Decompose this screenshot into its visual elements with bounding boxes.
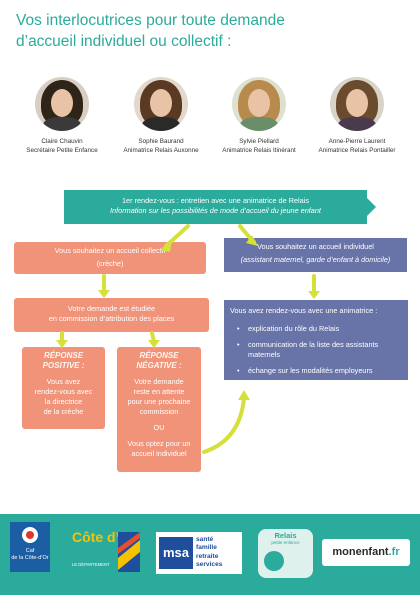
person-card: Anne-Pierre Laurent Animatrice Relais Po… (302, 77, 412, 155)
relais-title: Relais (274, 531, 297, 540)
caf-sub: de la Côte-d’Or (11, 555, 49, 561)
collective-detail: (crèche) (96, 259, 124, 268)
negative-text: Vous optez pour un (127, 439, 191, 448)
individual-line: Vous souhaitez un accueil individuel (257, 242, 374, 251)
first-meeting-box: 1er rendez-vous : entretien avec une ani… (64, 190, 376, 224)
person-name: Sophie Baurand (138, 138, 184, 145)
msa-line: famille (196, 544, 217, 552)
negative-answer-box: RÉPONSE NÉGATIVE : Votre demande reste e… (117, 347, 201, 472)
commission-line: Votre demande est étudiée (67, 304, 156, 313)
monenfant-tld: .fr (388, 546, 400, 558)
monenfant-name: monenfant (332, 546, 389, 558)
avatar (232, 77, 286, 131)
cote-dor-flag-icon (118, 532, 140, 572)
arrow-return-icon (202, 396, 246, 454)
cote-dor-sub: LE DÉPARTEMENT (72, 562, 110, 567)
person-role: Animatrice Relais Itinérant (222, 147, 296, 154)
commission-detail: en commission d’attribution des places (48, 314, 175, 323)
caf-emblem-icon (22, 527, 38, 543)
individual-detail: (assistant maternel, garde d’enfant à do… (240, 255, 391, 264)
msa-line: santé (196, 536, 214, 543)
person-role: Animatrice Relais Auxonne (123, 147, 199, 154)
positive-text: de la crèche (43, 407, 84, 416)
commission-box: Votre demande est étudiée en commission … (14, 298, 209, 332)
relais-sub: petite enfance (271, 540, 300, 545)
positive-answer-box: RÉPONSE POSITIVE : Vous avez rendez-vous… (22, 347, 105, 429)
msa-line: retraite (196, 552, 219, 560)
appointment-list: explication du rôle du Relais communicat… (230, 324, 402, 376)
person-name: Anne-Pierre Laurent (328, 138, 386, 145)
person-role: Secrétaire Petite Enfance (26, 147, 98, 154)
list-item: explication du rôle du Relais (230, 324, 402, 334)
person-card: Sylvie Piellard Animatrice Relais Itinér… (204, 77, 314, 155)
list-item: communication de la liste des assistants… (230, 340, 402, 360)
avatar (134, 77, 188, 131)
msa-mark: msa (159, 537, 193, 569)
positive-title-2: POSITIVE : (42, 361, 85, 370)
first-meeting-info: Information sur les possibilités de mode… (110, 206, 321, 215)
positive-text: rendez-vous avec (34, 387, 93, 396)
relais-logo: Relais petite enfance (258, 529, 313, 578)
negative-title-2: NÉGATIVE : (136, 361, 182, 370)
collective-box: Vous souhaitez un accueil collectif (crè… (14, 242, 206, 274)
msa-line: services (196, 561, 223, 569)
negative-text: reste en attente (133, 387, 185, 396)
person-name: Claire Chauvin (41, 138, 83, 145)
appointment-box: Vous avez rendez-vous avec une animatric… (224, 300, 408, 380)
caf-name: Caf (25, 548, 35, 554)
avatar (35, 77, 89, 131)
cote-dor-logo: Côte d’Or LE DÉPARTEMENT (68, 530, 146, 575)
msa-lines: santé famille retraite services (196, 536, 222, 570)
negative-text: accueil individuel (131, 449, 187, 458)
person-card: Claire Chauvin Secrétaire Petite Enfance (7, 77, 117, 155)
relais-hands-icon (264, 551, 284, 571)
avatar (330, 77, 384, 131)
caf-logo: Caf de la Côte-d’Or (10, 522, 50, 572)
negative-text: commission (139, 407, 179, 416)
first-meeting-line: 1er rendez-vous : entretien avec une ani… (122, 196, 309, 205)
flow-arrows (56, 224, 320, 454)
negative-title: RÉPONSE (139, 351, 179, 360)
positive-text: Vous avez (46, 377, 81, 386)
title-line-2: d’accueil individuel ou collectif : (16, 33, 232, 50)
monenfant-logo: monenfant.fr (322, 539, 410, 566)
person-role: Animatrice Relais Pontailler (318, 147, 396, 154)
collective-line: Vous souhaitez un accueil collectif (54, 246, 166, 255)
positive-text: la directrice (44, 397, 83, 406)
title-line-1: Vos interlocutrices pour toute demande (16, 12, 285, 29)
person-card: Sophie Baurand Animatrice Relais Auxonne (106, 77, 216, 155)
page-title: Vos interlocutrices pour toute demande d… (16, 10, 406, 52)
positive-title: RÉPONSE (43, 351, 84, 360)
appointment-intro: Vous avez rendez-vous avec une animatric… (230, 306, 378, 315)
negative-text: pour une prochaine (127, 397, 191, 406)
negative-text: Votre demande (134, 377, 184, 386)
person-name: Sylvie Piellard (239, 138, 279, 145)
list-item: échange sur les modalités employeurs (230, 366, 402, 376)
msa-logo: msa santé famille retraite services (156, 532, 242, 574)
negative-or: OU (153, 423, 165, 432)
